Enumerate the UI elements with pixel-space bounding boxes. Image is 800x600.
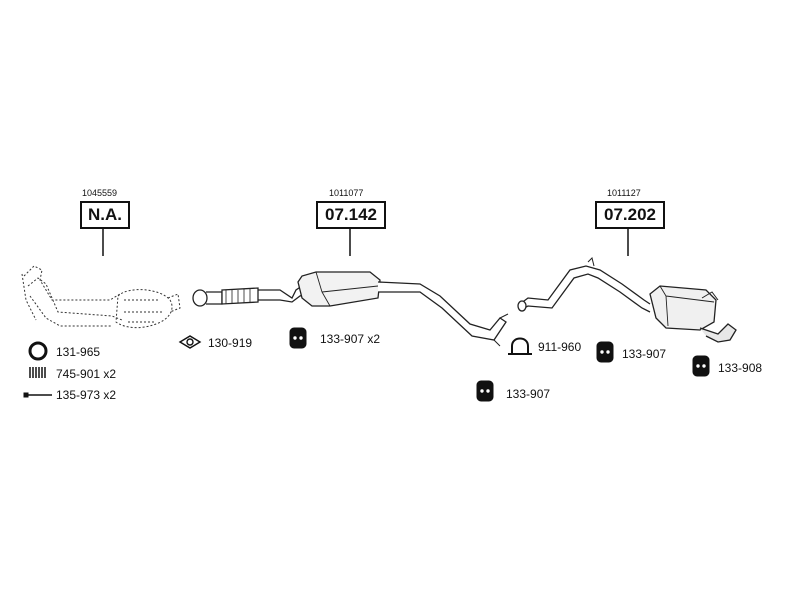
part-code-box-3: 07.202 [595, 201, 665, 229]
rubber-hanger-icon [476, 380, 494, 402]
ring-gasket-icon [28, 341, 48, 361]
group-ref-3: 1011127 [607, 188, 641, 198]
part-label-gasket: 130-919 [208, 336, 253, 350]
rubber-hanger-icon [289, 327, 307, 349]
part-label-hanger-b: 133-907 [622, 347, 667, 361]
part-label-hanger-a: 133-907 x2 [320, 332, 381, 346]
group-ref-1: 1045559 [82, 188, 118, 198]
part-code-box-2: 07.142 [316, 201, 386, 229]
flange-gasket-icon [178, 335, 202, 349]
part-label-ring: 131-965 [56, 345, 101, 359]
middle-pipe-silencer [192, 271, 509, 347]
rubber-hanger-icon [692, 355, 710, 377]
bolt-icon [23, 392, 52, 398]
part-label-clamp: 911-960 [538, 340, 582, 354]
front-pipe-catalyst [21, 265, 181, 329]
spring-icon [29, 367, 46, 378]
part-label-spring: 745-901 x2 [56, 367, 117, 381]
pipe-clamp-icon [508, 337, 532, 355]
rubber-hanger-icon [596, 341, 614, 363]
part-label-hanger-c: 133-907 [506, 387, 551, 401]
rear-pipe-silencer [517, 257, 737, 343]
group-ref-2: 1011077 [329, 188, 364, 198]
part-label-bolt: 135-973 x2 [56, 388, 117, 402]
part-label-hanger-d: 133-908 [718, 361, 763, 375]
part-code-box-1: N.A. [80, 201, 130, 229]
